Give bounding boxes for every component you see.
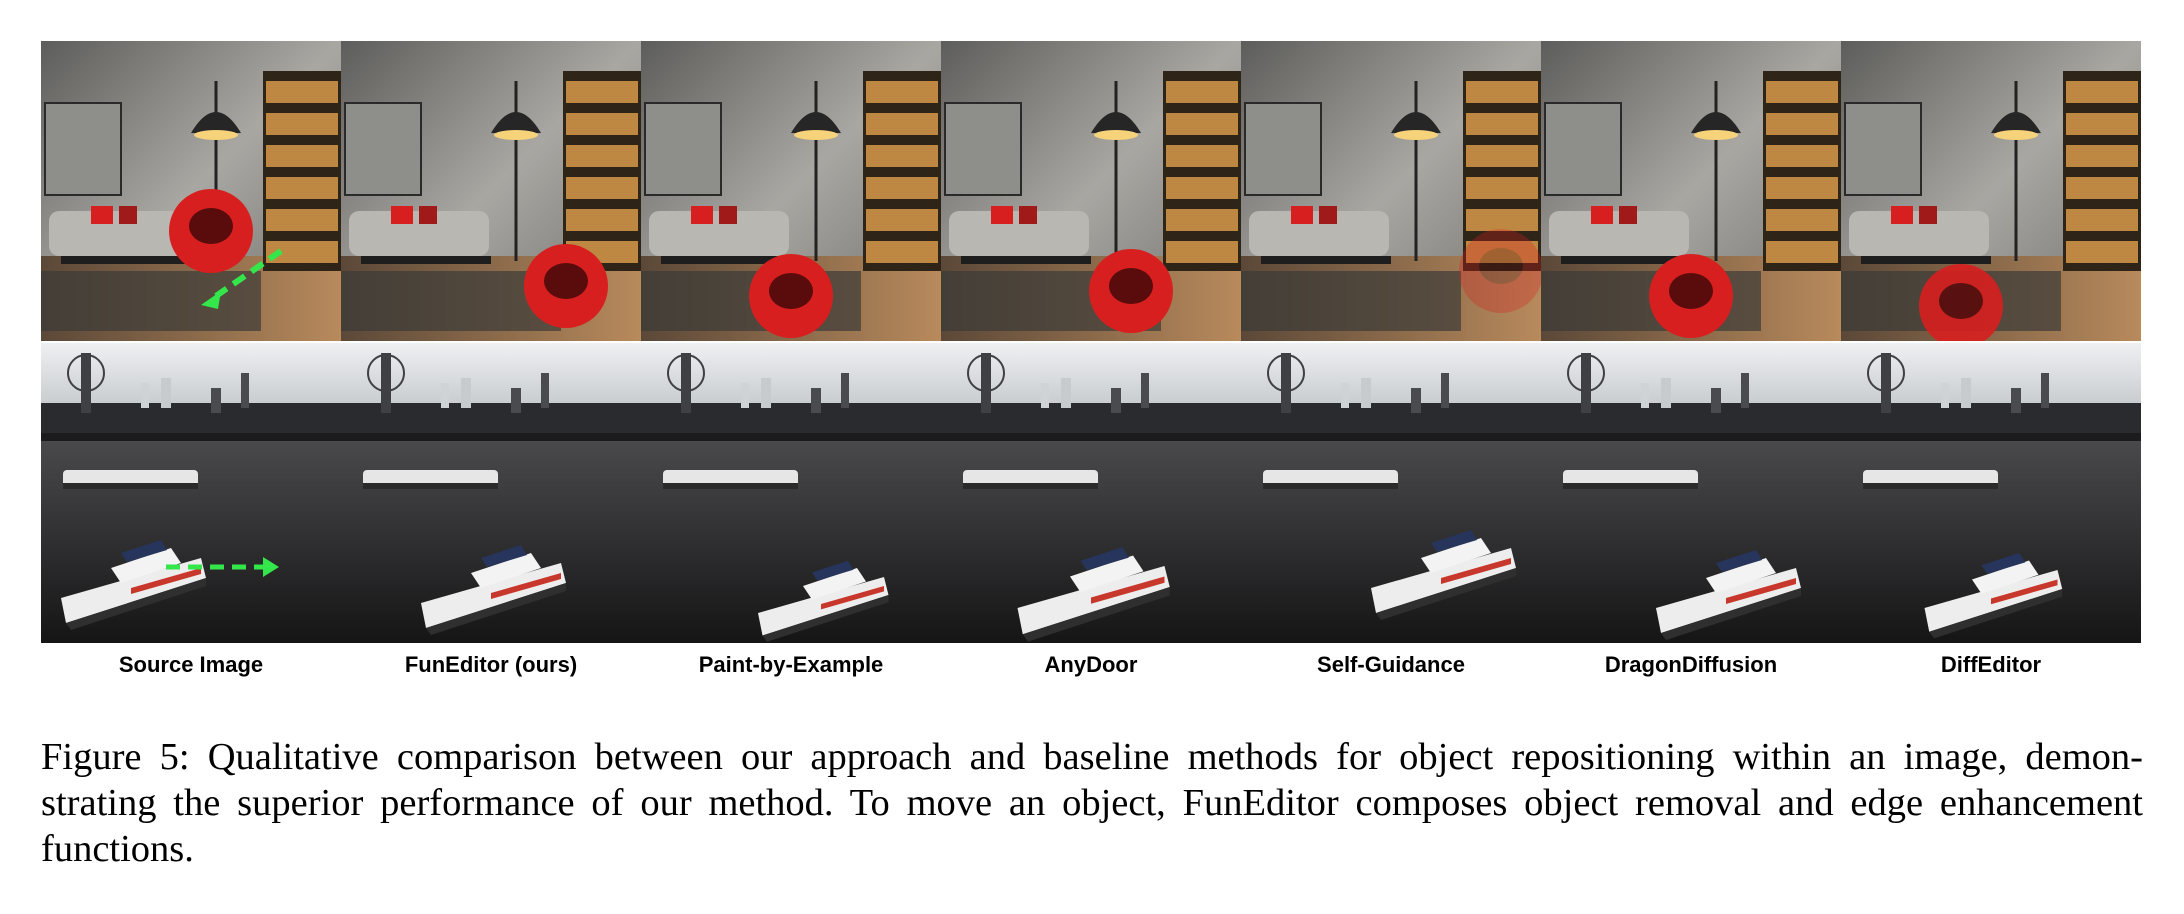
column-label: Self-Guidance — [1317, 652, 1465, 677]
caption-line: Figure 5: Qualitative comparison between… — [41, 736, 2143, 778]
river-thumbnail — [341, 343, 641, 643]
river-thumbnail — [941, 343, 1241, 643]
living-room-thumbnail — [41, 41, 341, 341]
column-label: FunEditor (ours) — [404, 652, 578, 677]
living-room-thumbnail — [941, 41, 1241, 341]
living-room-thumbnail — [1241, 41, 1541, 341]
river-thumbnail — [41, 343, 341, 643]
figure-caption: Figure 5: Qualitative comparison between… — [41, 734, 2143, 872]
column-label: AnyDoor — [1044, 652, 1138, 677]
river-thumbnail — [641, 343, 941, 643]
river-thumbnail — [1841, 343, 2141, 643]
comparison-figure — [41, 41, 2142, 643]
column-label: DragonDiffusion — [1604, 652, 1778, 677]
river-row — [41, 343, 2142, 643]
caption-line: strating the superior performance of our… — [41, 782, 2143, 824]
living-room-thumbnail — [341, 41, 641, 341]
living-room-thumbnail — [1541, 41, 1841, 341]
river-thumbnail — [1541, 343, 1841, 643]
column-label: Paint-by-Example — [698, 652, 884, 677]
column-labels: Source Image FunEditor (ours) Paint-by-Exa… — [41, 652, 2142, 678]
river-thumbnail — [1241, 343, 1541, 643]
living-room-thumbnail — [1841, 41, 2141, 341]
living-room-row — [41, 41, 2142, 341]
living-room-thumbnail — [641, 41, 941, 341]
caption-line: functions. — [41, 828, 194, 870]
column-label: DiffEditor — [1940, 652, 2042, 677]
column-label: Source Image — [118, 652, 264, 677]
